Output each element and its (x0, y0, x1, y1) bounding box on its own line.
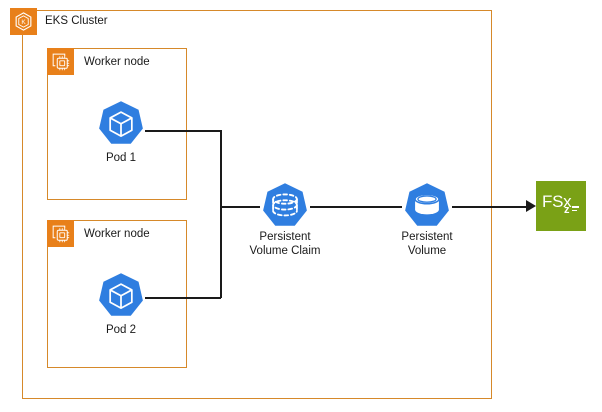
worker-node-icon (47, 48, 74, 75)
fsx-logo-text: FSx (542, 192, 572, 211)
persistent-volume-label: Persistent Volume (401, 231, 453, 257)
svg-text:K: K (21, 19, 26, 26)
worker-node-1-label: Worker node (84, 56, 150, 68)
connector-pod2-to-pvc (145, 297, 221, 299)
kubernetes-pod-icon (95, 98, 147, 150)
worker-node-2-group (47, 220, 187, 368)
connector-bracket-vertical (220, 130, 222, 298)
eks-cluster-icon: K (10, 8, 37, 35)
worker-node-1-group (47, 48, 187, 200)
kubernetes-pv-icon (401, 180, 453, 232)
fsx-z-mark: z (564, 204, 570, 216)
aws-fsx-icon: FSx z (536, 181, 586, 231)
connector-pod1-to-pvc (145, 130, 221, 132)
persistent-volume-claim-label: Persistent Volume Claim (249, 231, 321, 257)
kubernetes-pvc-icon (259, 180, 311, 232)
connector-bracket-to-pvc (220, 206, 260, 208)
worker-node-2-label: Worker node (84, 228, 150, 240)
arrowhead-icon (526, 200, 536, 212)
pod-1-label: Pod 1 (105, 152, 137, 164)
kubernetes-pod-icon (95, 270, 147, 322)
pod-2-label: Pod 2 (105, 324, 137, 336)
fsx-z-lines-icon (572, 206, 579, 213)
eks-cluster-group (22, 10, 492, 399)
connector-pv-to-fsx (452, 206, 528, 208)
connector-pvc-to-pv (310, 206, 402, 208)
eks-cluster-label: EKS Cluster (45, 15, 108, 27)
worker-node-icon (47, 220, 74, 247)
